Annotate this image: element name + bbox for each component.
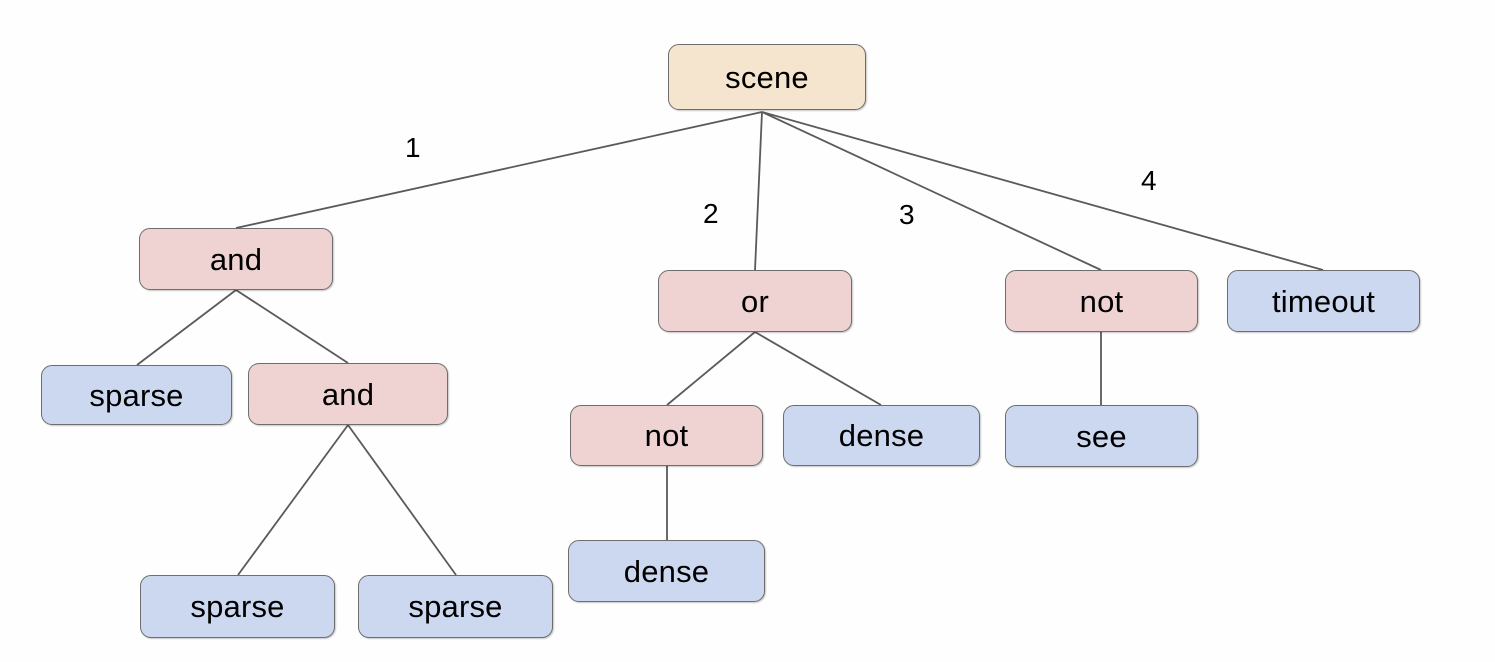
edge-label-3: 3 <box>899 199 915 230</box>
tree-node-label: not <box>1079 283 1124 319</box>
tree-node-label: not <box>644 418 689 453</box>
tree-node-label: sparse <box>190 589 285 624</box>
tree-edge-and1-to-and2 <box>235 289 349 364</box>
tree-node-label: scene <box>725 59 809 95</box>
tree-node-and1[interactable]: and <box>139 228 333 290</box>
tree-node-and2[interactable]: and <box>248 363 448 425</box>
tree-edge-scene-to-and1 <box>235 111 763 229</box>
tree-edge-and2-to-sparse3 <box>347 424 457 576</box>
tree-node-scene[interactable]: scene <box>668 44 866 110</box>
tree-edge-or1-to-not2 <box>666 331 756 406</box>
tree-node-label: sparse <box>408 589 503 624</box>
tree-node-sparse2[interactable]: sparse <box>140 575 335 638</box>
tree-node-label: timeout <box>1271 283 1376 319</box>
tree-edge-or1-to-dense1 <box>754 331 882 406</box>
tree-edge-scene-to-not1 <box>761 111 1102 271</box>
tree-node-see1[interactable]: see <box>1005 405 1198 467</box>
tree-edge-and2-to-sparse2 <box>237 424 349 576</box>
tree-node-sparse1[interactable]: sparse <box>41 365 232 425</box>
tree-node-dense1[interactable]: dense <box>783 405 980 466</box>
tree-node-not2[interactable]: not <box>570 405 763 466</box>
tree-node-label: sparse <box>89 377 184 413</box>
edge-label-2: 2 <box>703 198 719 229</box>
tree-node-label: dense <box>838 418 925 453</box>
tree-node-label: and <box>321 376 375 412</box>
tree-node-or1[interactable]: or <box>658 270 852 332</box>
tree-node-label: see <box>1076 418 1127 454</box>
tree-node-sparse3[interactable]: sparse <box>358 575 553 638</box>
edge-label-4: 4 <box>1141 165 1157 196</box>
tree-node-dense2[interactable]: dense <box>568 540 765 602</box>
tree-node-label: or <box>741 283 769 319</box>
edge-label-1: 1 <box>405 132 421 163</box>
tree-edge-scene-to-or1 <box>754 111 763 271</box>
tree-edge-and1-to-sparse1 <box>136 289 237 366</box>
tree-node-timeout1[interactable]: timeout <box>1227 270 1420 332</box>
tree-node-label: and <box>209 241 263 277</box>
tree-node-not1[interactable]: not <box>1005 270 1198 332</box>
tree-edge-scene-to-timeout1 <box>761 111 1324 271</box>
tree-node-label: dense <box>623 553 710 589</box>
